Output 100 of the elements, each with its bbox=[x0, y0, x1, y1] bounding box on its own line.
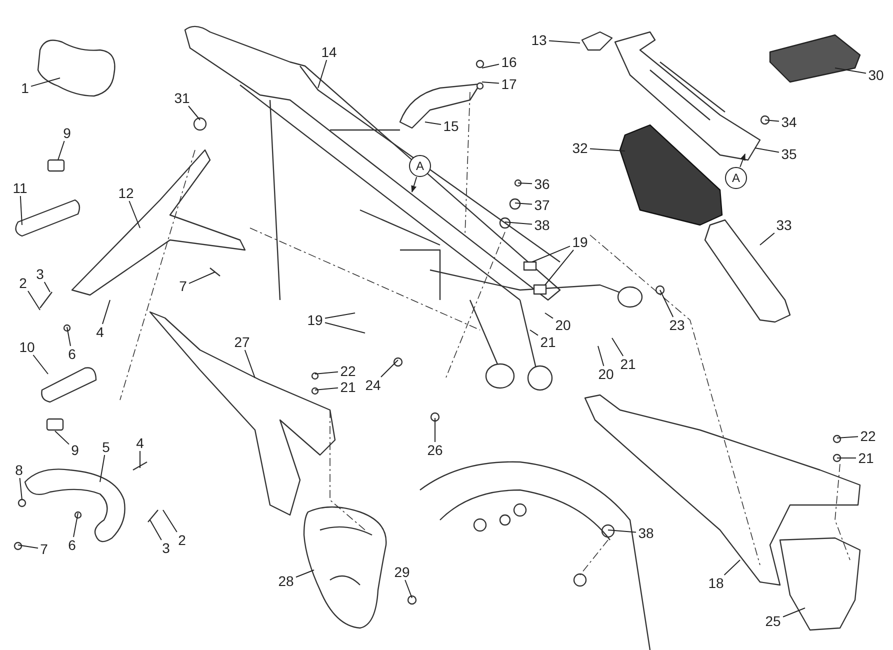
leader-line bbox=[318, 60, 328, 88]
leader-line bbox=[544, 250, 574, 286]
callout-number: 38 bbox=[533, 217, 551, 233]
leader-line bbox=[482, 82, 500, 84]
callout-number: 21 bbox=[619, 356, 637, 372]
leader-line bbox=[590, 148, 626, 152]
callout-number: 16 bbox=[500, 54, 518, 70]
leader-line bbox=[504, 222, 532, 225]
leader-line bbox=[836, 436, 858, 438]
callout-number: 31 bbox=[173, 90, 191, 106]
callout-number: 19 bbox=[571, 234, 589, 250]
leader-line bbox=[18, 544, 38, 549]
callout-number: 19 bbox=[306, 312, 324, 328]
leader-line bbox=[530, 330, 538, 336]
leader-line bbox=[100, 454, 106, 482]
callout-number: 7 bbox=[39, 541, 49, 557]
leader-line bbox=[188, 106, 200, 120]
leader-line bbox=[782, 608, 806, 618]
leader-line bbox=[128, 200, 140, 228]
callout-number: 36 bbox=[533, 176, 551, 192]
callout-number: 1 bbox=[20, 80, 30, 96]
leader-line bbox=[764, 120, 780, 122]
leader-line bbox=[380, 360, 398, 378]
callout-number: 17 bbox=[500, 76, 518, 92]
leader-line bbox=[424, 122, 442, 125]
leader-line bbox=[740, 153, 746, 168]
callout-number: 8 bbox=[14, 462, 24, 478]
leader-line bbox=[54, 430, 70, 445]
callout-number: 3 bbox=[161, 540, 171, 556]
leader-line bbox=[150, 520, 162, 540]
leader-line bbox=[102, 300, 110, 324]
callout-number: 4 bbox=[95, 324, 105, 340]
leader-line bbox=[44, 282, 50, 292]
callout-number: 29 bbox=[393, 564, 411, 580]
callout-number: 24 bbox=[364, 377, 382, 393]
leader-line bbox=[760, 232, 775, 246]
callout-number: 34 bbox=[780, 114, 798, 130]
leader-line bbox=[244, 350, 256, 378]
leader-line bbox=[188, 272, 216, 284]
callout-number: 2 bbox=[177, 532, 187, 548]
leader-line bbox=[612, 338, 624, 356]
callout-number: 21 bbox=[539, 334, 557, 350]
callout-number: 27 bbox=[233, 334, 251, 350]
leader-line bbox=[544, 312, 554, 319]
leader-line bbox=[434, 418, 436, 442]
leader-line bbox=[20, 196, 22, 226]
leader-line bbox=[30, 78, 60, 87]
callout-number: 22 bbox=[339, 363, 357, 379]
leader-line bbox=[58, 140, 65, 160]
leader-line bbox=[32, 354, 48, 374]
leader-line bbox=[73, 512, 78, 538]
leader-line bbox=[518, 182, 532, 184]
callout-number: 30 bbox=[867, 67, 885, 83]
callout-number: 20 bbox=[554, 317, 572, 333]
leader-line bbox=[724, 560, 740, 576]
leader-line bbox=[754, 148, 780, 153]
leader-line bbox=[324, 322, 366, 334]
callout-number: 33 bbox=[775, 217, 793, 233]
callout-number: 9 bbox=[70, 442, 80, 458]
leader-line bbox=[514, 202, 532, 205]
callout-number: 11 bbox=[12, 180, 28, 196]
callout-number: 28 bbox=[277, 573, 295, 589]
callout-number: 4 bbox=[135, 435, 145, 451]
callout-number: 15 bbox=[442, 118, 460, 134]
callout-number: 2 bbox=[18, 275, 28, 291]
callout-number: 6 bbox=[67, 346, 77, 362]
callout-number: 32 bbox=[571, 140, 589, 156]
reference-circle: A bbox=[409, 155, 431, 177]
leader-line bbox=[608, 530, 636, 533]
callout-number: 12 bbox=[117, 185, 135, 201]
callout-number: 20 bbox=[597, 366, 615, 382]
leader-line bbox=[296, 570, 314, 578]
leader-line bbox=[598, 346, 604, 366]
leader-line bbox=[19, 478, 22, 500]
callout-number: 6 bbox=[67, 537, 77, 553]
callout-number: 10 bbox=[18, 339, 36, 355]
callout-number: 23 bbox=[668, 317, 686, 333]
callout-number: 25 bbox=[764, 613, 782, 629]
leader-line bbox=[28, 290, 40, 310]
leader-line bbox=[162, 510, 178, 532]
leader-line bbox=[411, 176, 418, 193]
callout-number: 21 bbox=[857, 450, 875, 466]
callout-number: 38 bbox=[637, 525, 655, 541]
callout-number: 13 bbox=[530, 32, 548, 48]
callout-number: 26 bbox=[426, 442, 444, 458]
callout-number: 7 bbox=[178, 278, 188, 294]
leader-line bbox=[66, 326, 71, 346]
callout-number: 35 bbox=[780, 146, 798, 162]
callout-number: 22 bbox=[859, 428, 877, 444]
callout-number: 5 bbox=[101, 439, 111, 455]
callout-number: 18 bbox=[707, 575, 725, 591]
reference-circle: A bbox=[725, 167, 747, 189]
leader-line bbox=[532, 246, 570, 262]
leader-line bbox=[314, 371, 338, 374]
callout-number: 9 bbox=[62, 125, 72, 141]
leader-line bbox=[834, 68, 866, 74]
callout-number: 37 bbox=[533, 197, 551, 213]
callout-number: 21 bbox=[339, 379, 357, 395]
callout-number: 14 bbox=[320, 44, 338, 60]
leader-line bbox=[324, 312, 356, 319]
